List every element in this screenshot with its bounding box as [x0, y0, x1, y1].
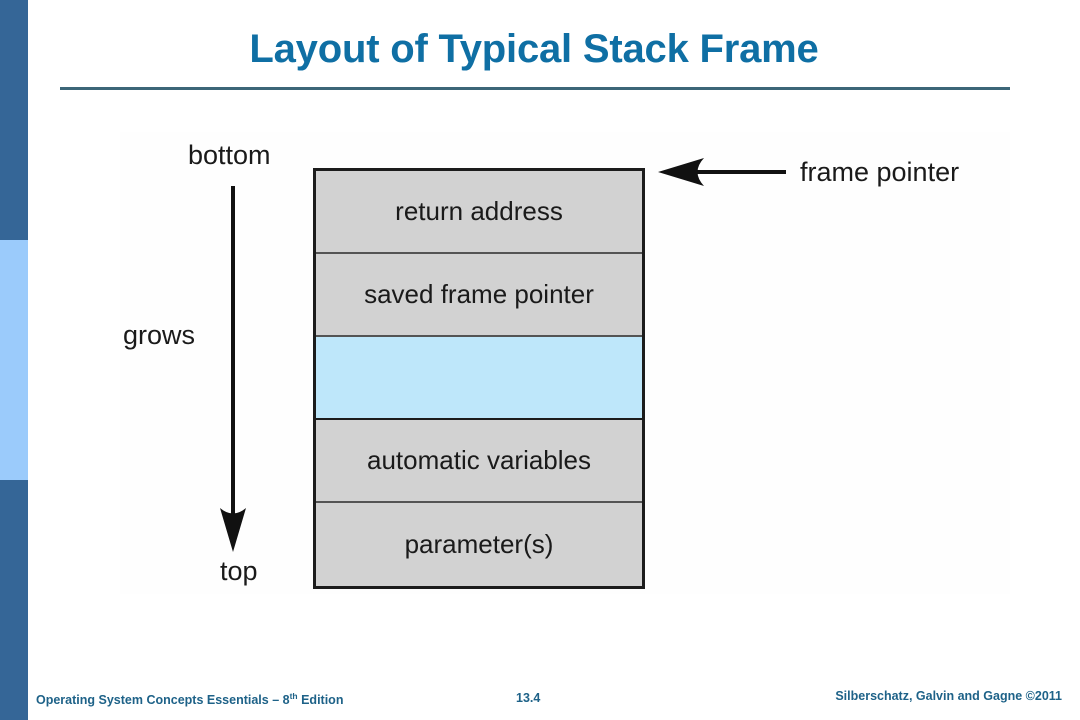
stack-row-label: automatic variables — [367, 445, 591, 475]
label-bottom: bottom — [188, 140, 271, 170]
table-row — [316, 337, 642, 420]
left-arrow-icon — [658, 158, 786, 186]
down-arrow-icon — [220, 186, 246, 552]
stack-row-label: parameter(s) — [404, 529, 554, 559]
frame-pointer-label: frame pointer — [800, 156, 960, 187]
frame-pointer-callout: frame pointer — [658, 152, 959, 192]
table-row: automatic variables — [316, 420, 642, 503]
title-block: Layout of Typical Stack Frame — [56, 28, 1012, 70]
sidebar-rail-top — [0, 0, 28, 240]
table-row: parameter(s) — [316, 503, 642, 586]
footer-book-title: Operating System Concepts Essentials – 8… — [36, 691, 344, 708]
page-title: Layout of Typical Stack Frame — [249, 27, 819, 71]
title-divider — [60, 87, 1010, 90]
stack-frame-table: return address saved frame pointer autom… — [313, 168, 645, 589]
footer-edition-tail: Edition — [297, 693, 344, 708]
footer-copyright: Silberschatz, Galvin and Gagne ©2011 — [835, 689, 1062, 703]
footer-edition-number: 8 — [282, 693, 290, 708]
label-grows: grows — [123, 320, 196, 350]
footer-edition-ordinal: th — [289, 691, 298, 701]
label-top: top — [220, 556, 258, 586]
stack-row-label: return address — [395, 196, 563, 226]
page-number: 13.4 — [516, 691, 541, 705]
table-row: saved frame pointer — [316, 254, 642, 337]
sidebar-rail-bottom — [0, 480, 28, 720]
stack-frame-diagram: bottom grows top return address saved fr… — [120, 132, 1010, 594]
sidebar-rail-middle — [0, 240, 28, 480]
table-row: return address — [316, 171, 642, 254]
slide-footer: Operating System Concepts Essentials – 8… — [0, 680, 1080, 720]
stack-row-label: saved frame pointer — [364, 279, 594, 309]
footer-book-title-main: Operating System Concepts Essentials — [36, 693, 273, 708]
